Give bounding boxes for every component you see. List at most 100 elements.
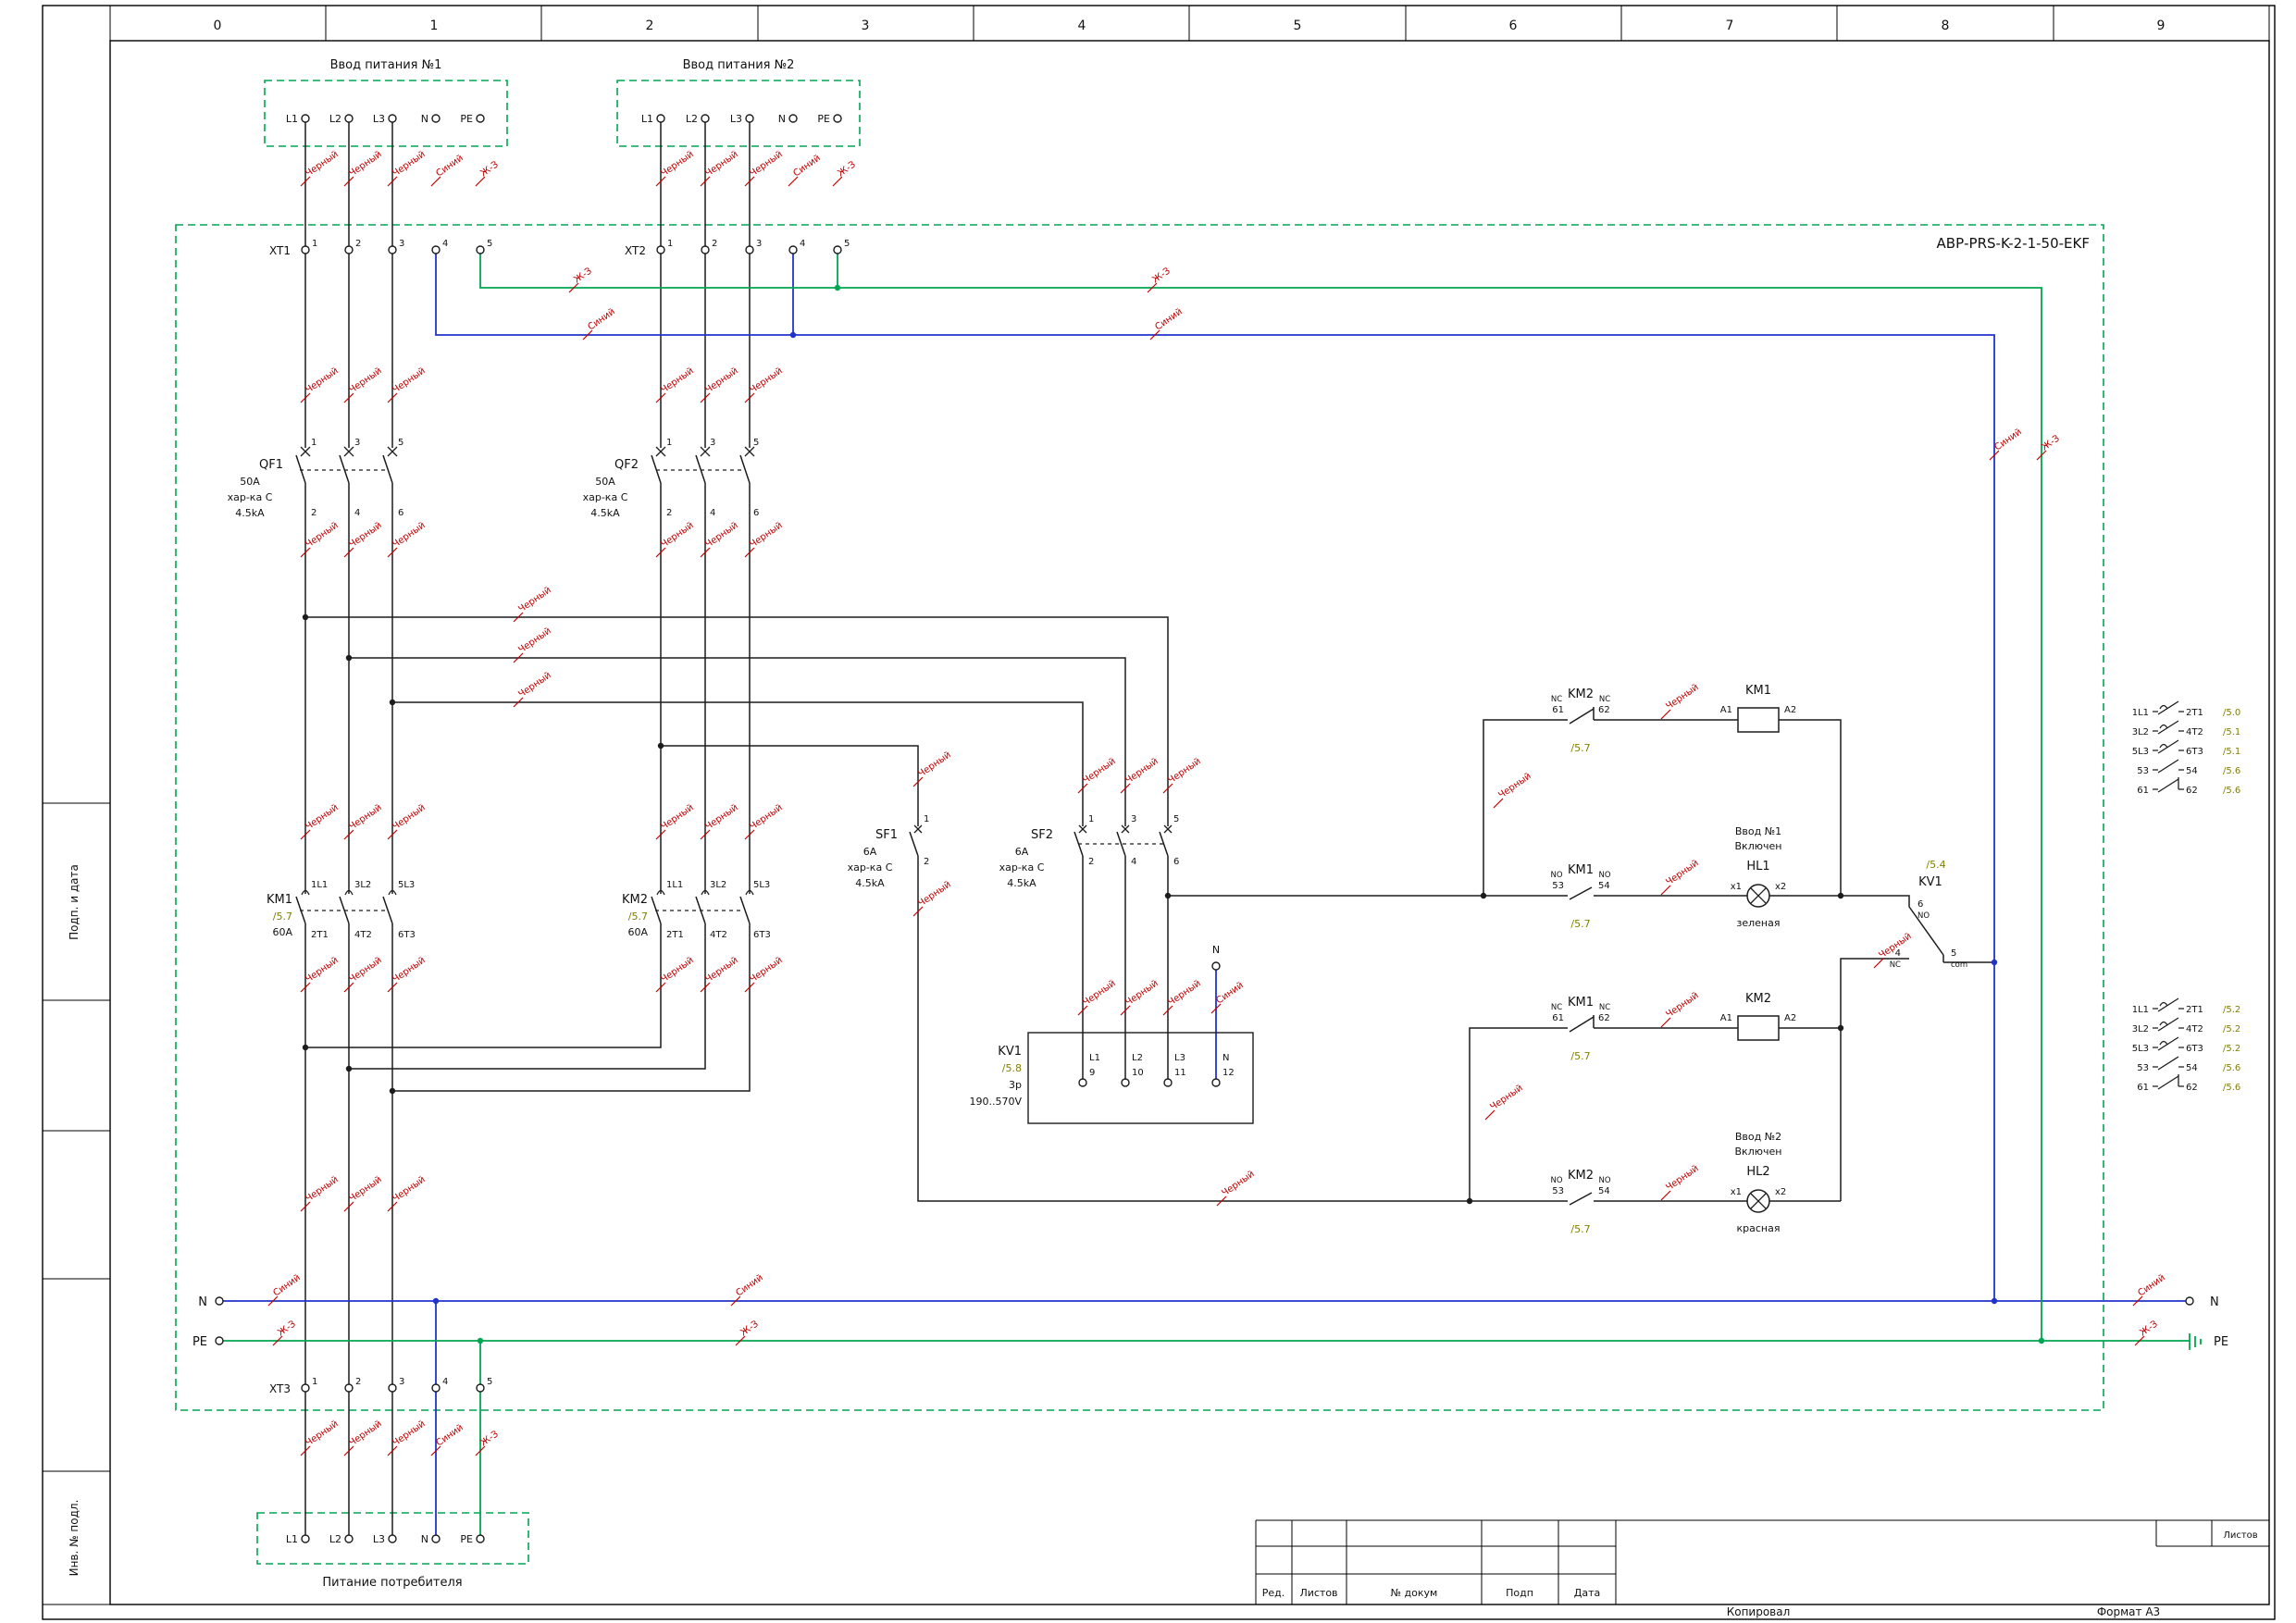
ruler-number: 1 <box>430 19 439 33</box>
contact-terminal: 3L2 <box>354 880 371 890</box>
breaker-icu: 4.5kA <box>855 877 885 889</box>
wire-color-tick <box>300 547 311 558</box>
wire-color-tick <box>300 982 311 993</box>
wire-color-label: Черный <box>748 149 784 179</box>
input1-boundary <box>264 80 508 147</box>
wire-color-tick <box>1162 1005 1173 1016</box>
lamp-label: HL2 <box>1746 1165 1769 1179</box>
wire-color-tick <box>1120 783 1131 794</box>
wire-color-tick <box>343 1445 354 1456</box>
wire-color-label: Черный <box>703 520 739 550</box>
input2-boundary <box>616 80 861 147</box>
pe-bus-left-terminal <box>215 1336 224 1345</box>
xref-left: 61 <box>2137 1083 2149 1093</box>
relay-terminal-name: L1 <box>1089 1053 1100 1063</box>
relay-terminal-number: 9 <box>1089 1068 1095 1078</box>
kv1-contact-label: KV1 <box>1918 875 1942 889</box>
terminal <box>701 114 710 123</box>
xref-right: 54 <box>2186 1063 2198 1073</box>
terminal <box>656 114 665 123</box>
wires-neutral-blue <box>223 254 2186 1535</box>
kv1-contact-terminal: 4 <box>1895 948 1901 959</box>
aux-contact-terminal: 53 <box>1552 881 1564 891</box>
wire-color-label: Черный <box>1166 978 1202 1008</box>
wire-color-tick <box>655 829 666 840</box>
terminal-number: 4 <box>442 1377 448 1387</box>
terminal <box>833 114 842 123</box>
wire-color-tick <box>744 982 755 993</box>
wire-color-label: Черный <box>304 149 340 179</box>
wire-color-tick <box>2134 1335 2145 1346</box>
wire-color-tick <box>1162 783 1173 794</box>
wire-green <box>223 254 2202 1535</box>
wire-color-tick <box>1210 1003 1222 1014</box>
xref-ref: /5.6 <box>2223 1083 2240 1093</box>
aux-contact-terminal: 61 <box>1552 705 1564 715</box>
copied-label: Копировал <box>1727 1605 1791 1618</box>
wire-color-label: Синий <box>1214 981 1245 1007</box>
terminal <box>301 1534 310 1543</box>
wire-color-label: Черный <box>304 520 340 550</box>
wire-color-label: Черный <box>703 365 739 395</box>
aux-contact-terminal: 61 <box>1552 1013 1564 1023</box>
wire-color-tick <box>343 982 354 993</box>
wire-color-label: Черный <box>748 802 784 832</box>
wire-color-label: Ж-З <box>478 160 500 180</box>
terminal <box>301 114 310 123</box>
terminal <box>431 114 441 123</box>
wire-color-tick <box>912 906 924 917</box>
terminal <box>301 1383 310 1393</box>
wire-color-tick <box>700 392 711 403</box>
contact-terminal: 1L1 <box>311 880 328 890</box>
contactor-ref: /5.7 <box>628 911 648 923</box>
terminal-block-xt1: XT1 1 2 3 4 5 <box>269 239 492 257</box>
breaker-x-marks <box>655 446 755 457</box>
wire-color-tick <box>1216 1196 1227 1207</box>
pe-label: PE <box>817 113 830 125</box>
xref-left: 1L1 <box>2132 708 2149 718</box>
wire-color-label: Синий <box>434 154 465 180</box>
wire-color-label: Черный <box>1081 756 1117 786</box>
kv1-contact-ref: /5.4 <box>1926 859 1945 871</box>
wire-color-tick <box>700 547 711 558</box>
xref-ref: /5.2 <box>2223 1044 2240 1054</box>
kv1-contact-terminal: 5 <box>1951 948 1956 959</box>
terminal <box>301 245 310 254</box>
wire-color-tick <box>655 176 666 187</box>
contactor-rating: 60А <box>272 926 292 938</box>
wire-color-tick <box>387 1201 398 1212</box>
neutral-label: N <box>421 113 428 125</box>
neutral-label: N <box>421 1533 428 1545</box>
xref-right: 2T1 <box>2186 1005 2203 1015</box>
wire-color-label: Черный <box>703 802 739 832</box>
aux-contact-symbols <box>1569 707 1595 1206</box>
wire-color-label: Черный <box>347 1174 383 1204</box>
control-circuit: KM2 NC NC 61 62 /5.7 KM1 A1 A2 KM1 NO NO… <box>1550 684 1967 1235</box>
aux-contact-ref: /5.7 <box>1570 918 1590 930</box>
ruler-number: 5 <box>1294 19 1302 33</box>
breaker-pole <box>909 815 919 867</box>
wire-color-label: Черный <box>1220 1169 1256 1198</box>
relay-terminal-number: 10 <box>1132 1068 1144 1078</box>
wire-color-label: Черный <box>1664 990 1700 1020</box>
wire-color-label: Черный <box>659 149 695 179</box>
wire-color-label: Черный <box>659 802 695 832</box>
wire-color-tick <box>387 1445 398 1456</box>
relay-label: KV1 <box>998 1045 1022 1059</box>
wire-color-tick <box>475 1445 486 1456</box>
wire-color-tick <box>568 282 579 293</box>
wire-color-tick <box>1077 1005 1088 1016</box>
consumer-title: Питание потребителя <box>322 1576 462 1590</box>
lamp-label: HL1 <box>1746 860 1769 873</box>
terminal-number: 5 <box>487 1377 492 1387</box>
wire-color-tick <box>1077 783 1088 794</box>
contactor-label: KM1 <box>267 893 292 907</box>
stamp-label-inv-podl: Инв. № подл. <box>68 1500 81 1577</box>
contact-arcs <box>656 889 754 896</box>
outer-border <box>42 5 2276 1620</box>
terminal <box>344 114 354 123</box>
wire-color-label: Черный <box>516 626 552 655</box>
wire-color-label: Черный <box>1081 978 1117 1008</box>
n-bus-left-terminal <box>215 1296 224 1306</box>
breaker-rating: 6А <box>863 846 877 858</box>
